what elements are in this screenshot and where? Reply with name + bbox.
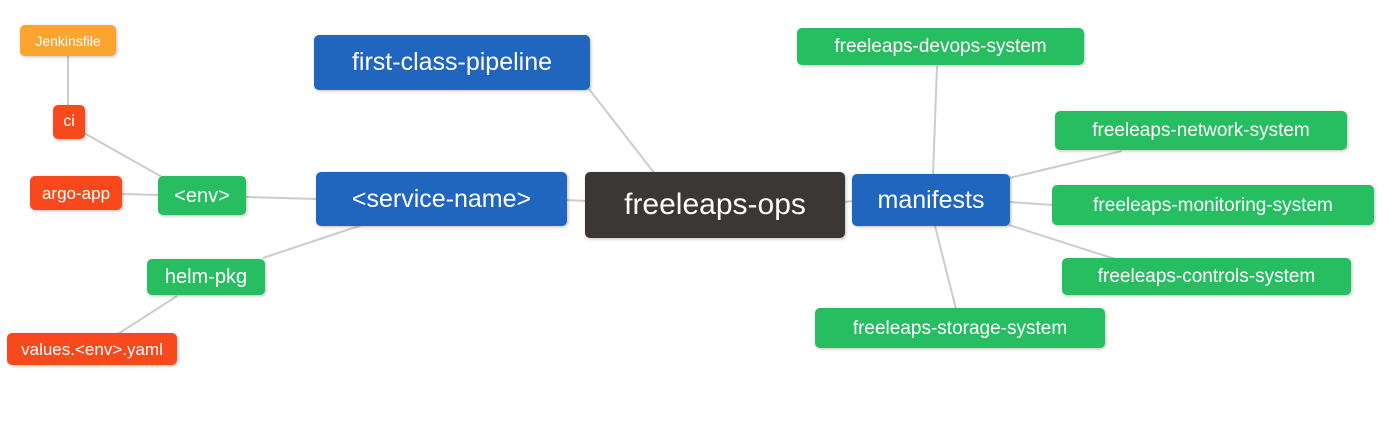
node-service-name[interactable]: <service-name> bbox=[316, 172, 567, 226]
edge-manifests-to-freeleaps-monitoring-system bbox=[1008, 201, 1054, 206]
node-freeleaps-storage-system[interactable]: freeleaps-storage-system bbox=[815, 308, 1105, 348]
edge-argo-app-to-env bbox=[120, 193, 160, 196]
node-manifests[interactable]: manifests bbox=[852, 174, 1010, 226]
node-freeleaps-network-system[interactable]: freeleaps-network-system bbox=[1055, 111, 1347, 150]
node-argo-app[interactable]: argo-app bbox=[30, 176, 122, 210]
edge-service-name-to-freeleaps-ops bbox=[565, 199, 588, 202]
edge-first-class-pipeline-to-freeleaps-ops bbox=[588, 88, 656, 175]
edge-manifests-to-freeleaps-network-system bbox=[1008, 150, 1123, 179]
node-freeleaps-ops[interactable]: freeleaps-ops bbox=[585, 172, 845, 238]
edge-freeleaps-ops-to-manifests bbox=[843, 200, 854, 203]
node-values-env-yaml[interactable]: values.<env>.yaml bbox=[7, 333, 177, 365]
node-helm-pkg[interactable]: helm-pkg bbox=[147, 259, 265, 295]
node-freeleaps-monitoring-system[interactable]: freeleaps-monitoring-system bbox=[1052, 185, 1374, 225]
node-jenkinsfile[interactable]: Jenkinsfile bbox=[20, 25, 116, 56]
edge-manifests-to-freeleaps-controls-system bbox=[1008, 224, 1116, 260]
node-ci[interactable]: ci bbox=[53, 105, 85, 139]
node-freeleaps-devops-system[interactable]: freeleaps-devops-system bbox=[797, 28, 1084, 65]
edge-ci-to-env bbox=[83, 132, 163, 178]
node-env[interactable]: <env> bbox=[158, 176, 246, 215]
edge-env-to-service-name bbox=[244, 196, 318, 200]
edge-helm-pkg-to-values-env-yaml bbox=[117, 295, 178, 335]
edge-manifests-to-freeleaps-storage-system bbox=[934, 225, 957, 310]
node-first-class-pipeline[interactable]: first-class-pipeline bbox=[314, 35, 590, 90]
edge-helm-pkg-to-service-name bbox=[262, 224, 363, 259]
node-freeleaps-controls-system[interactable]: freeleaps-controls-system bbox=[1062, 258, 1351, 295]
edge-manifests-to-freeleaps-devops-system bbox=[932, 65, 938, 176]
